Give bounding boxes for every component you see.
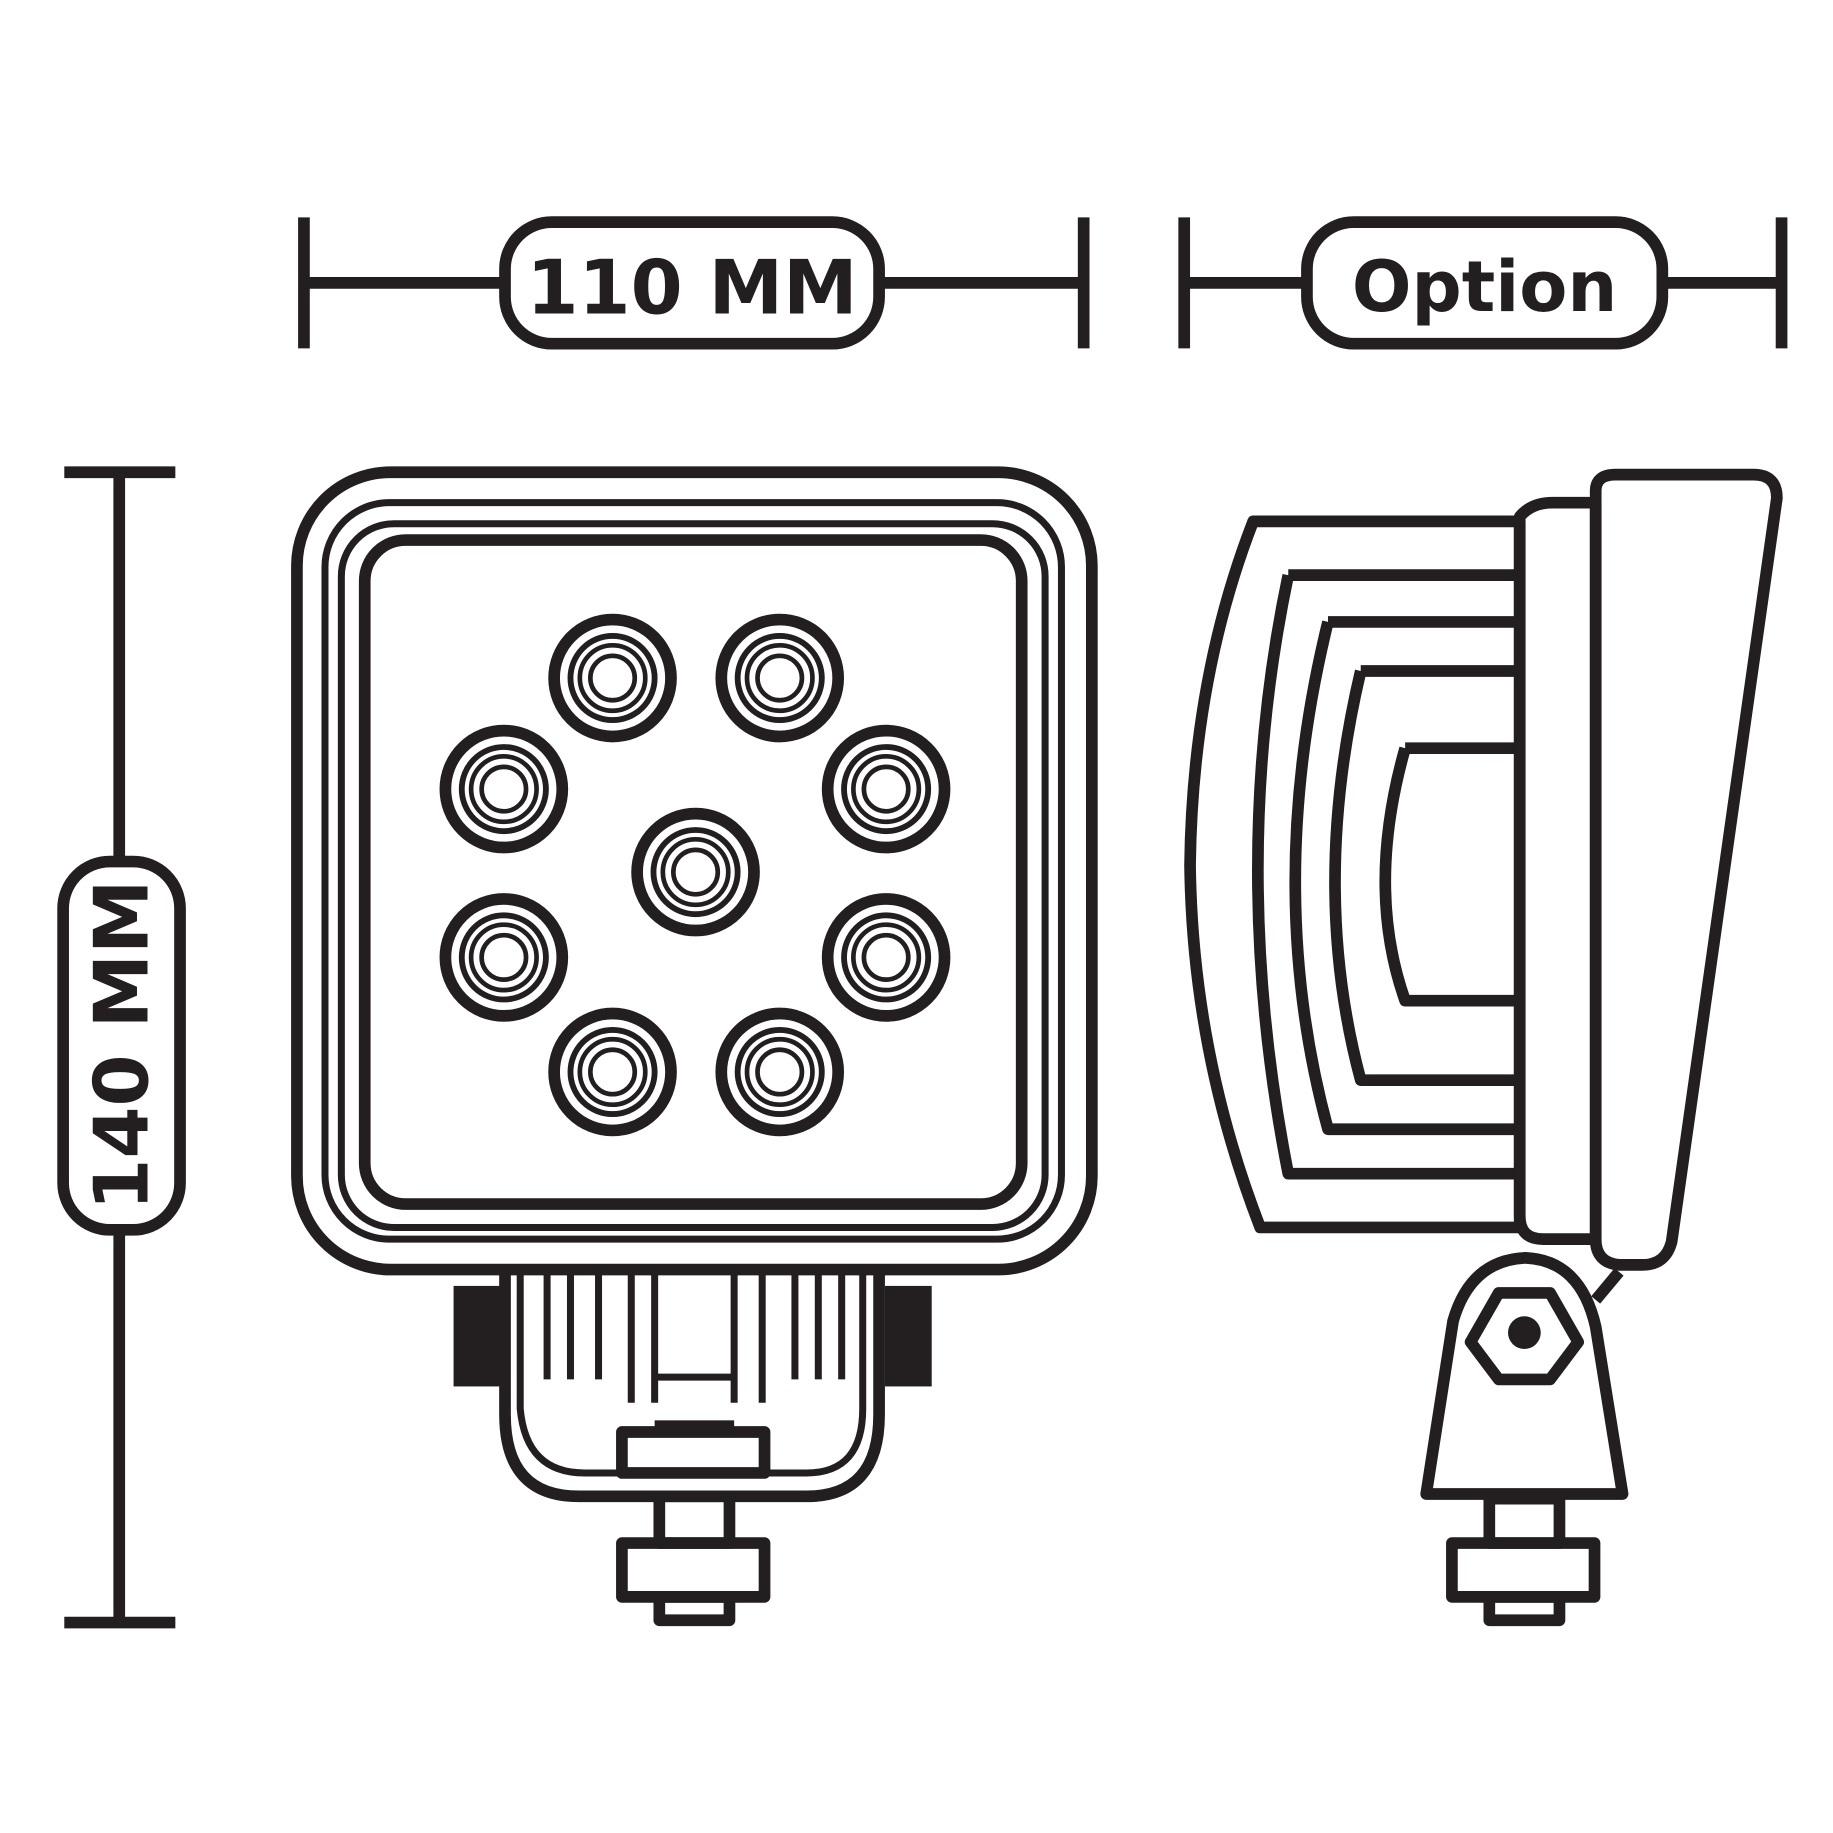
led-icon [548, 1007, 677, 1137]
front-view [291, 466, 1098, 1627]
option-dimension: Option [1178, 216, 1788, 350]
led-icon [821, 893, 951, 1022]
led-icon [715, 1007, 845, 1137]
led-icon [715, 613, 845, 743]
side-view [1184, 468, 1783, 1627]
led-icon [548, 613, 677, 743]
led-icon [821, 724, 951, 854]
option-label: Option [1352, 246, 1617, 328]
width-dimension: 110 MM [298, 216, 1090, 350]
height-dimension: 140 MM [57, 466, 186, 1629]
width-label: 110 MM [527, 244, 858, 331]
height-label: 140 MM [78, 880, 165, 1211]
led-icon [631, 807, 760, 937]
led-array [439, 613, 951, 1137]
led-icon [439, 724, 569, 854]
led-icon [439, 893, 569, 1022]
